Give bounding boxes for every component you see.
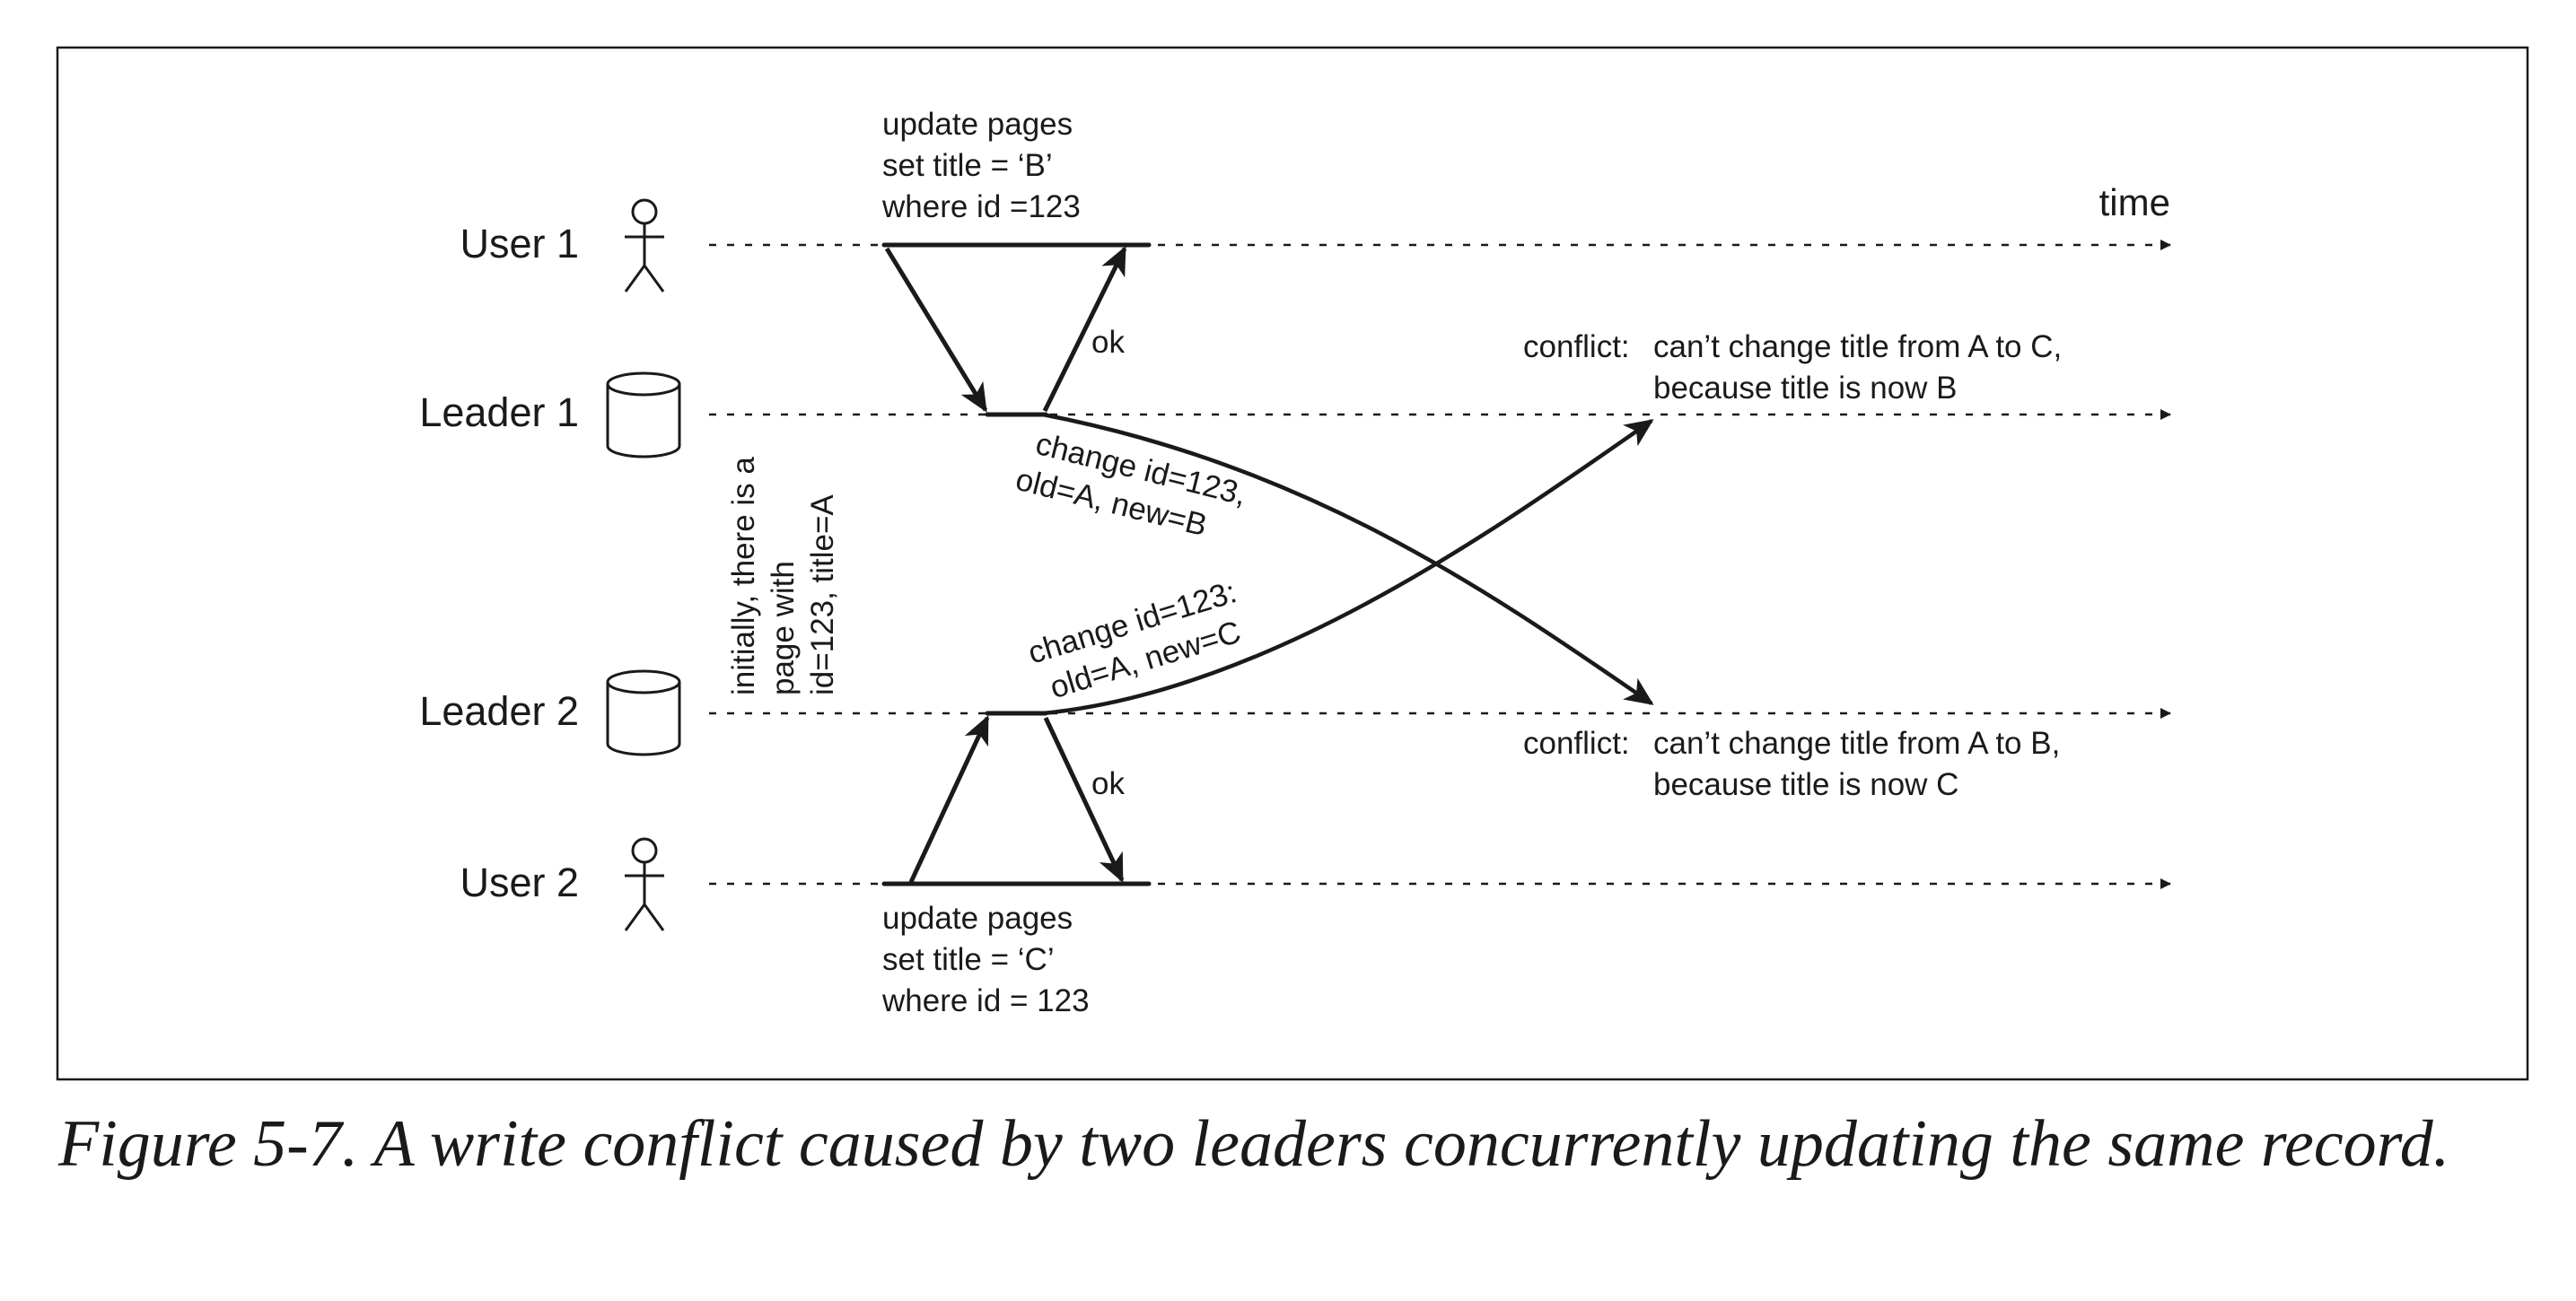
user2-request-line-2: set title = ‘C’ <box>882 942 1053 977</box>
initial-note-line-3: id=123, title=A <box>805 494 840 695</box>
initial-state-note: initially, there is a page with id=123, … <box>726 448 840 695</box>
leader1-ok-arrow <box>1042 246 1127 413</box>
diagram-frame <box>56 46 2529 1081</box>
conflict-leader2-line-1: can’t change title from A to B, <box>1653 726 2060 761</box>
conflict-leader1-line-1: can’t change title from A to C, <box>1653 329 2062 364</box>
leader2-ok-arrow <box>1043 716 1125 883</box>
conflict-leader2-prefix: conflict: <box>1523 726 1630 761</box>
initial-note-line-2: page with <box>766 561 801 695</box>
user1-request-line-2: set title = ‘B’ <box>882 148 1051 183</box>
replication-arrow-leader1-to-leader2 <box>1042 412 1654 705</box>
user2-request-line-3: where id = 123 <box>881 983 1090 1018</box>
figure-caption: Figure 5-7. A write conflict caused by t… <box>58 1107 2450 1181</box>
conflict-note-leader2: conflict: can’t change title from A to B… <box>1523 726 2069 802</box>
user1-write-arrow <box>884 247 988 413</box>
lane-label-leader1: Leader 1 <box>419 389 579 435</box>
write-conflict-diagram: User 1 Leader 1 Leader 2 User 2 time <box>56 46 2529 1081</box>
conflict-leader2-line-2: because title is now C <box>1653 767 1958 802</box>
leader1-database-icon <box>606 371 681 458</box>
leader2-database-icon <box>606 669 681 756</box>
user2-write-arrow <box>908 715 990 884</box>
replication-arrow-leader2-to-leader1 <box>1042 419 1654 716</box>
time-axis-label: time <box>2099 181 2170 223</box>
conflict-leader2-text: can’t change title from A to B, because … <box>1653 726 2069 802</box>
lane-label-user1: User 1 <box>460 221 579 266</box>
user2-request-line-1: update pages <box>882 901 1073 936</box>
conflict-leader1-prefix: conflict: <box>1523 329 1630 364</box>
ok-label-leader2: ok <box>1091 766 1125 801</box>
lane-label-user2: User 2 <box>460 860 579 905</box>
ok-label-leader1: ok <box>1091 325 1125 360</box>
svg-text:change id=123: old=A, ne: change id=123: old=A, new=C <box>1024 572 1260 708</box>
conflict-leader1-line-2: because title is now B <box>1653 371 1958 406</box>
replication-label-l1-to-l2: change id=123, old=A, new=B <box>1012 423 1258 553</box>
lane-label-leader2: Leader 2 <box>419 688 579 734</box>
svg-text:change id=123, old=A, ne: change id=123, old=A, new=B <box>1012 423 1258 553</box>
conflict-leader1-text: can’t change title from A to C, because … <box>1653 329 2071 406</box>
user1-request-text: update pages set title = ‘B’ where id =1… <box>881 107 1082 224</box>
user1-request-line-1: update pages <box>882 107 1073 142</box>
conflict-note-leader1: conflict: can’t change title from A to C… <box>1523 329 2071 406</box>
initial-note-line-1: initially, there is a <box>726 457 761 695</box>
replication-label-l2-to-l1: change id=123: old=A, new=C <box>1024 572 1260 708</box>
user1-person-icon <box>624 198 665 293</box>
user1-request-line-3: where id =123 <box>881 189 1081 224</box>
svg-text:initially, there is a pa: initially, there is a page with id=123, … <box>726 448 840 695</box>
user2-person-icon <box>624 837 665 931</box>
user2-request-text: update pages set title = ‘C’ where id = … <box>881 901 1090 1018</box>
